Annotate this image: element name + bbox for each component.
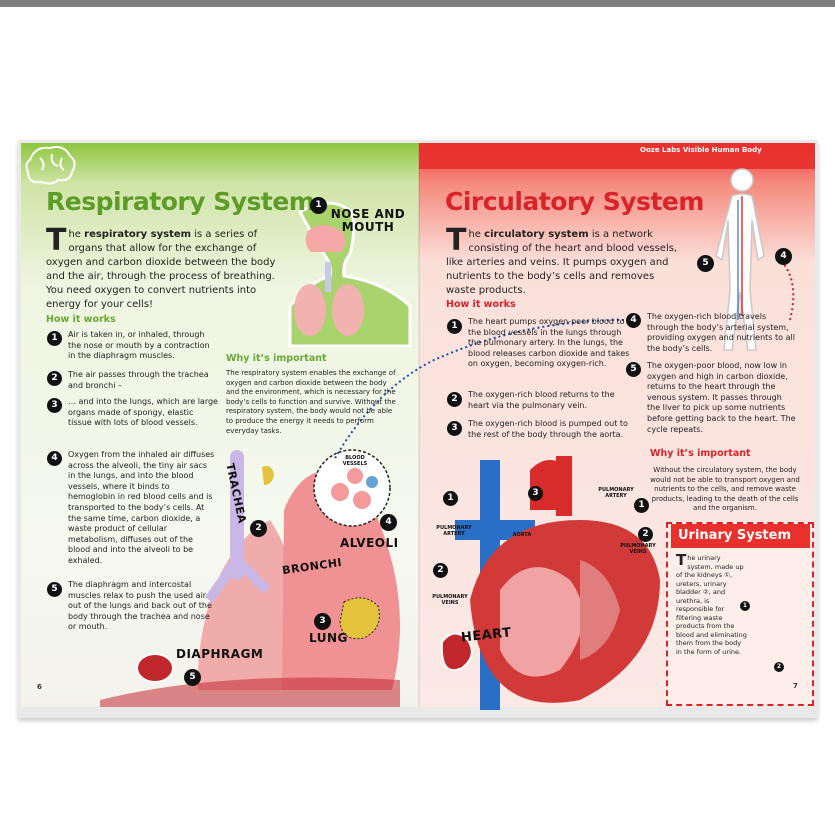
diaphragm-band <box>100 677 400 707</box>
step-text: Oxygen from the inhaled air diffuses acr… <box>68 450 215 565</box>
step-number: 2 <box>47 371 62 386</box>
intro-text: is a network consisting of the heart and… <box>446 229 678 296</box>
intro-pre: he <box>68 229 85 240</box>
book-spine <box>418 143 420 707</box>
step-number: 3 <box>47 398 62 413</box>
left-page-number: 6 <box>37 683 42 691</box>
how-it-works-heading: How it works <box>446 299 516 310</box>
bronchi-number: 2 <box>250 520 267 537</box>
heart-illustration <box>455 456 660 710</box>
heart-number: 1 <box>634 498 649 513</box>
heart-sample <box>440 632 473 672</box>
heart-number: 1 <box>443 491 458 506</box>
figure-number-4: 4 <box>775 248 792 265</box>
step-number: 2 <box>447 392 462 407</box>
step-text: … and into the lungs, which are large or… <box>68 397 218 428</box>
heart-number: 2 <box>638 527 653 542</box>
left-page-title: Respiratory System <box>46 187 315 216</box>
step-number: 5 <box>47 582 62 597</box>
intro-bold: respiratory system <box>84 229 192 240</box>
alveoli-circle <box>313 449 391 527</box>
torso-illustration <box>288 201 412 348</box>
how-it-works-heading: How it works <box>46 314 116 325</box>
intro-bold: circulatory system <box>484 229 589 240</box>
dropcap: T <box>46 223 67 258</box>
pulmonary-artery-left-label: PULMONARY ARTERY <box>436 525 472 537</box>
step-text: The diaphragm and intercostal muscles re… <box>68 580 212 632</box>
step-number: 5 <box>626 362 641 377</box>
why-heading: Why it’s important <box>226 353 327 364</box>
lungs-illustration <box>197 450 400 690</box>
brain-icon <box>25 146 76 185</box>
alveoli-number: 4 <box>380 514 397 531</box>
step-text: The oxygen-rich blood returns to the hea… <box>468 390 615 410</box>
urinary-body: he urinary system, made up of the kidney… <box>676 554 747 656</box>
dropcap: T <box>676 551 687 569</box>
intro-text: is a series of organs that allow for the… <box>46 229 276 310</box>
venous-dotted-line <box>333 319 625 461</box>
urinary-number-2: 2 <box>774 662 784 672</box>
lung-number: 3 <box>314 613 331 630</box>
lung-sample <box>339 597 380 640</box>
urinary-title: Urinary System <box>671 524 810 548</box>
top-bar <box>0 0 835 7</box>
aorta-label: AORTA <box>512 532 532 538</box>
diaphragm-sample <box>136 653 174 683</box>
step-text: The oxygen-rich blood is pumped out to t… <box>468 419 628 439</box>
right-page-title: Circulatory System <box>445 187 704 216</box>
heart-number: 2 <box>433 563 448 578</box>
urinary-number-1: 1 <box>740 601 750 611</box>
why-text: Without the circulatory system, the body… <box>650 466 800 513</box>
heart-number: 3 <box>528 486 543 501</box>
step-number: 4 <box>47 451 62 466</box>
step-number: 1 <box>447 319 462 334</box>
diaphragm-label: DIAPHRAGM <box>176 647 264 661</box>
why-heading: Why it’s important <box>650 448 751 459</box>
pulmonary-veins-left-label: PULMONARY VEINS <box>432 594 468 606</box>
pulmonary-artery-right-label: PULMONARY ARTERY <box>598 487 634 499</box>
diaphragm-number: 5 <box>184 669 201 686</box>
lung-label: LUNG <box>309 631 348 645</box>
step-text: The oxygen-poor blood, now low in oxygen… <box>647 361 796 434</box>
step-number: 1 <box>47 331 62 346</box>
alveoli-label: ALVEOLI <box>340 536 399 550</box>
intro-pre: he <box>468 229 485 240</box>
trachea-sample <box>262 466 274 485</box>
brand-header: Ooze Labs Visible Human Body <box>640 146 762 154</box>
step-text: The oxygen-rich blood travels through th… <box>647 312 795 353</box>
step-text: The heart pumps oxygen-poor blood to the… <box>468 317 630 369</box>
step-text: Air is taken in, or inhaled, through the… <box>68 330 210 361</box>
red-header-band <box>419 143 815 169</box>
step-text: The air passes through the trachea and b… <box>68 370 209 390</box>
pulmonary-veins-right-label: PULMONARY VEINS <box>620 543 656 555</box>
dropcap: T <box>446 223 467 258</box>
nose-number: 1 <box>310 197 327 214</box>
arterial-dotted-line <box>779 259 795 321</box>
body-figure <box>715 168 765 351</box>
figure-number-5: 5 <box>697 255 714 272</box>
step-number: 3 <box>447 421 462 436</box>
why-text: The respiratory system enables the excha… <box>226 369 396 435</box>
blood-vessels-label: BLOOD VESSELS <box>342 455 368 467</box>
nose-mouth-label: NOSE AND MOUTH <box>330 207 406 234</box>
step-number: 4 <box>626 313 641 328</box>
right-page-number: 7 <box>793 682 798 690</box>
